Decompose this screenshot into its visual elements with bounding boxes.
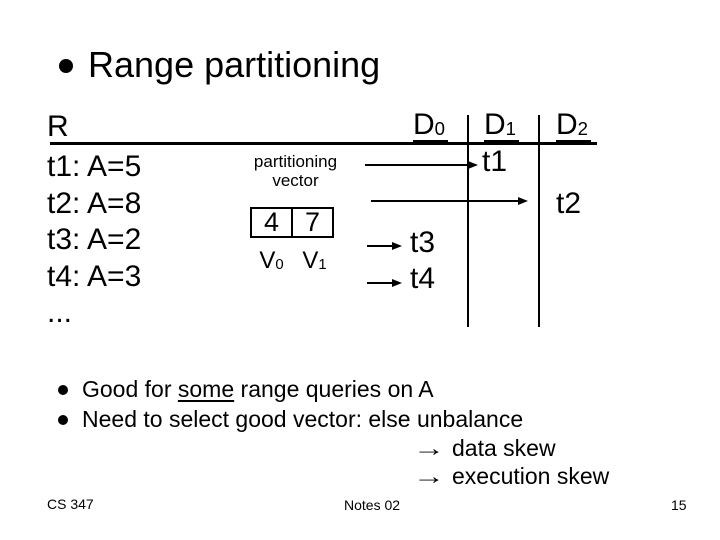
assignment-arrow-t3 <box>367 242 402 250</box>
skew-consequence: →execution skew <box>413 462 609 490</box>
right-arrow-icon: → <box>413 435 446 461</box>
vector-cell-value: 7 <box>291 209 332 236</box>
assignment-arrow-t2 <box>371 197 528 205</box>
bullet-icon <box>58 414 68 425</box>
assigned-tuple-label: t1 <box>482 145 508 178</box>
assigned-tuple-label: t3 <box>410 226 436 259</box>
skew-text: execution skew <box>452 463 610 489</box>
skew-text: data skew <box>452 435 556 461</box>
footer-course: CS 347 <box>47 496 94 512</box>
bullet-text: Good for some range queries on A <box>82 376 434 402</box>
partition-vector-box: 4 7 <box>250 207 334 238</box>
relation-name: R <box>47 110 69 143</box>
bullet-icon <box>58 385 68 395</box>
bullet-point: Good for some range queries on A <box>58 375 523 405</box>
bullet-point: Need to select good vector: else unbalan… <box>58 405 523 435</box>
disk-header-d1: D1 <box>484 110 520 142</box>
vector-cell-label: V0 <box>259 247 284 274</box>
title-text: Range partitioning <box>88 44 381 85</box>
disk-header-d2: D2 <box>556 110 592 142</box>
slide-title: Range partitioning <box>59 44 380 86</box>
title-bullet-icon <box>59 59 73 73</box>
relation-header-line <box>50 142 597 145</box>
disk-divider-line <box>538 115 540 327</box>
footer-page-number: 15 <box>671 497 687 513</box>
disk-header-d0: D0 <box>413 110 449 142</box>
right-arrow-icon: → <box>413 463 446 489</box>
assignment-arrow-t4 <box>367 279 402 287</box>
partition-vector-label-line1: partitioning <box>253 152 338 171</box>
bullet-text: Need to select good vector: else unbalan… <box>82 405 524 432</box>
vector-cell-value: 4 <box>263 207 280 237</box>
assigned-tuple-label: t4 <box>410 262 436 295</box>
relation-tuple: t4: A=3 <box>47 259 142 293</box>
relation-tuple: t1: A=5 <box>47 150 142 183</box>
emphasized-word: some <box>177 376 235 402</box>
relation-tuple: t3: A=2 <box>47 223 142 256</box>
relation-tuple-list: t1: A=5 t2: A=8 t3: A=2 t4: A=3 ... <box>47 149 141 332</box>
notes-block: Good for some range queries on A Need to… <box>58 375 523 434</box>
skew-consequences: →data skew →execution skew <box>413 434 609 490</box>
partition-vector-label: partitioning vector <box>233 152 358 190</box>
disk-divider-line <box>467 115 469 327</box>
vector-cell-labels: V0 V1 <box>250 248 336 277</box>
partition-vector-label-line2: vector <box>272 171 319 190</box>
relation-ellipsis: ... <box>47 296 73 329</box>
assignment-arrow-t1 <box>365 161 478 169</box>
footer-notes-label: Notes 02 <box>344 497 401 513</box>
vector-cell-label: V1 <box>302 247 327 274</box>
relation-tuple: t2: A=8 <box>47 186 142 220</box>
skew-consequence: →data skew <box>413 434 609 462</box>
assigned-tuple-label: t2 <box>556 187 582 220</box>
